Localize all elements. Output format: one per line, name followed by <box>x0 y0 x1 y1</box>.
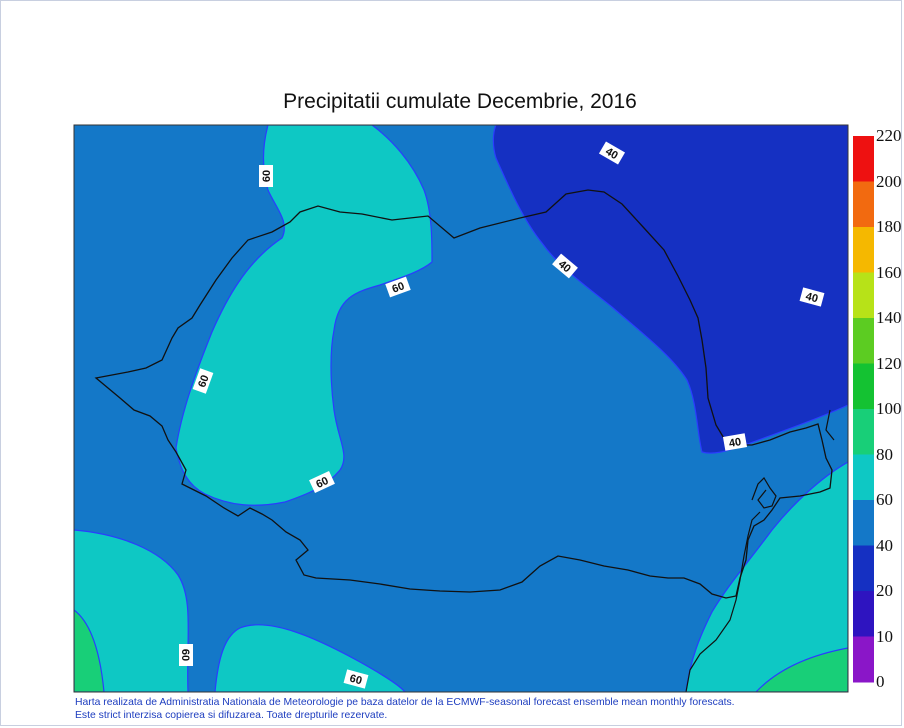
contour-label-60: 60 <box>343 669 369 689</box>
svg-text:40: 40 <box>728 436 742 450</box>
colorbar-band-140-160 <box>853 272 874 319</box>
contour-label-60: 60 <box>179 644 193 666</box>
colorbar-band-80-100 <box>853 409 874 455</box>
colorbar-tick-label: 0 <box>876 672 885 691</box>
colorbar-band-0-10 <box>853 636 874 683</box>
colorbar-tick-label: 20 <box>876 581 893 600</box>
colorbar-band-100-120 <box>853 363 874 410</box>
colorbar-band-200-220 <box>853 136 874 182</box>
region-60-80-southeast <box>685 461 848 692</box>
map-plot-area: 60 60 60 60 60 60 40 40 40 40 <box>74 125 848 692</box>
colorbar-tick-label: 180 <box>876 217 902 236</box>
colorbar-tick-label: 140 <box>876 308 902 327</box>
svg-text:40: 40 <box>804 291 819 306</box>
contour-label-40: 40 <box>722 433 748 451</box>
plot-border <box>73 124 849 693</box>
colorbar-band-120-140 <box>853 318 874 364</box>
colorbar-tick-label: 120 <box>876 353 902 373</box>
colorbar-band-40-60 <box>853 500 874 546</box>
svg-text:60: 60 <box>179 649 191 661</box>
region-60-80-west <box>175 125 433 506</box>
region-60-80-southwest <box>74 529 189 692</box>
contour-label-60: 60 <box>309 471 335 493</box>
colorbar-tick-label: 60 <box>876 490 893 509</box>
footer-credit: Harta realizata de Administratia Nationa… <box>75 697 735 708</box>
map-title: Precipitatii cumulate Decembrie, 2016 <box>283 90 637 113</box>
colorbar-tick-label: 40 <box>876 535 893 555</box>
colorbar-tick-label: 160 <box>876 262 902 282</box>
svg-text:60: 60 <box>261 170 273 182</box>
colorbar-tick-label: 80 <box>876 444 893 464</box>
contour-label-60: 60 <box>192 368 214 394</box>
colorbar-tick-label: 10 <box>876 626 893 646</box>
contour-label-60: 60 <box>385 276 411 298</box>
colorbar <box>853 136 874 683</box>
delta-lines <box>685 409 835 692</box>
contour-label-40: 40 <box>799 287 825 307</box>
colorbar-tick-label: 200 <box>876 171 902 191</box>
svg-text:60: 60 <box>348 673 363 688</box>
contour-label-40: 40 <box>598 141 626 165</box>
colorbar-band-60-80 <box>853 454 874 501</box>
colorbar-tick-label: 100 <box>876 399 902 418</box>
colorbar-tick-label: 220 <box>876 126 902 145</box>
svg-text:40: 40 <box>603 146 620 163</box>
colorbar-band-180-200 <box>853 181 874 228</box>
footer-copyright: Este strict interzisa copierea si difuza… <box>75 710 388 721</box>
svg-text:60: 60 <box>196 374 211 390</box>
svg-text:60: 60 <box>391 280 407 295</box>
contour-labels: 60 60 60 60 60 60 40 40 40 40 <box>179 141 825 689</box>
colorbar-band-160-180 <box>853 227 874 273</box>
svg-text:60: 60 <box>314 475 330 491</box>
contour-label-60: 60 <box>259 165 273 187</box>
country-border <box>94 189 833 599</box>
colorbar-band-20-40 <box>853 545 874 592</box>
colorbar-band-10-20 <box>853 591 874 637</box>
